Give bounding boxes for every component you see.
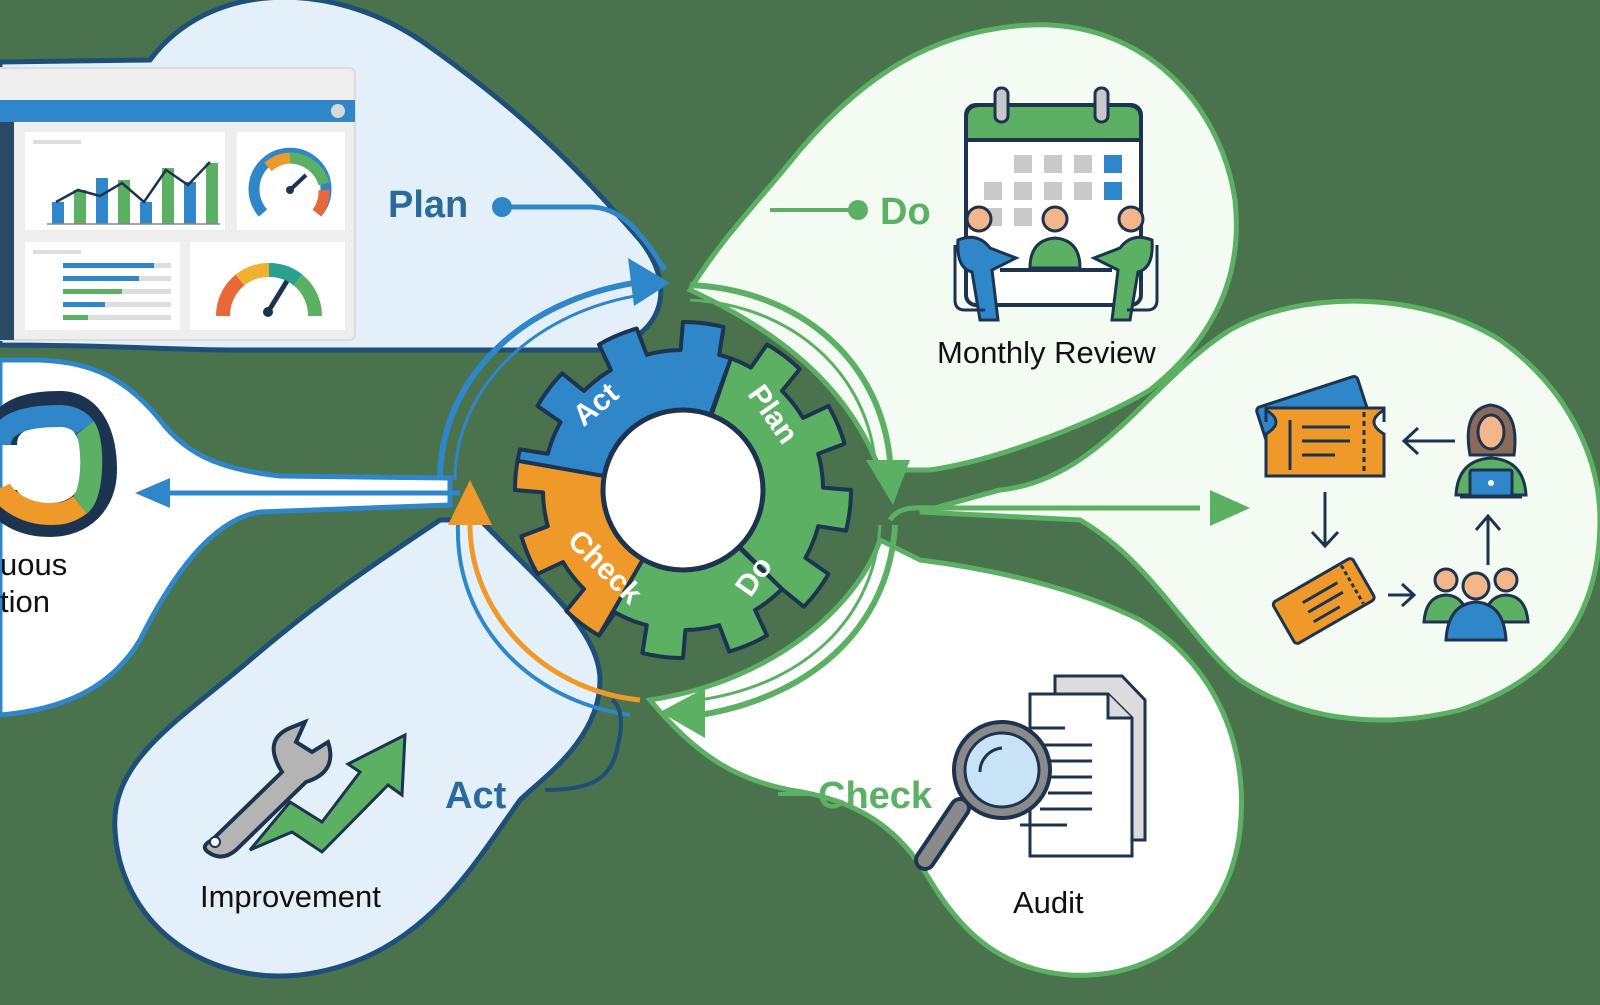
arrow-right-to-workflow <box>887 490 1250 526</box>
plan-label: Plan <box>388 184 468 226</box>
infinity-loop-icon <box>0 390 118 538</box>
plan-connector <box>492 197 668 272</box>
progress-bars-mini <box>33 250 171 320</box>
check-bubble <box>645 536 1244 978</box>
act-label: Act <box>445 775 507 817</box>
continuous-caption-line1: uous <box>0 547 67 582</box>
do-label: Do <box>880 191 931 233</box>
audit-caption: Audit <box>1013 885 1084 920</box>
bar-chart-mini <box>47 161 220 225</box>
cycle-arrow-blue <box>437 258 670 481</box>
do-connector <box>770 200 868 220</box>
cycle-arrow-orange <box>448 480 641 717</box>
audit-icon <box>914 674 1147 871</box>
cycle-arrow-green-bottom <box>660 524 898 738</box>
calendar-meeting-icon <box>953 86 1159 322</box>
act-connector <box>544 698 623 792</box>
gauge-icon <box>248 147 332 217</box>
check-label: Check <box>818 775 933 817</box>
gear-hub <box>600 407 766 573</box>
cycle-arrow-green-right <box>689 282 910 505</box>
monthly-review-caption: Monthly Review <box>937 335 1156 370</box>
wrench-growth-icon <box>202 718 407 859</box>
ticket-workflow-icon <box>1255 374 1530 645</box>
dashboard-icon <box>0 67 356 341</box>
act-bubble <box>112 517 603 979</box>
gauge-icon-2 <box>215 262 323 317</box>
continuous-caption-line2: tion <box>0 584 50 619</box>
arrow-left-to-continuous <box>135 478 460 508</box>
improvement-caption: Improvement <box>200 879 381 914</box>
